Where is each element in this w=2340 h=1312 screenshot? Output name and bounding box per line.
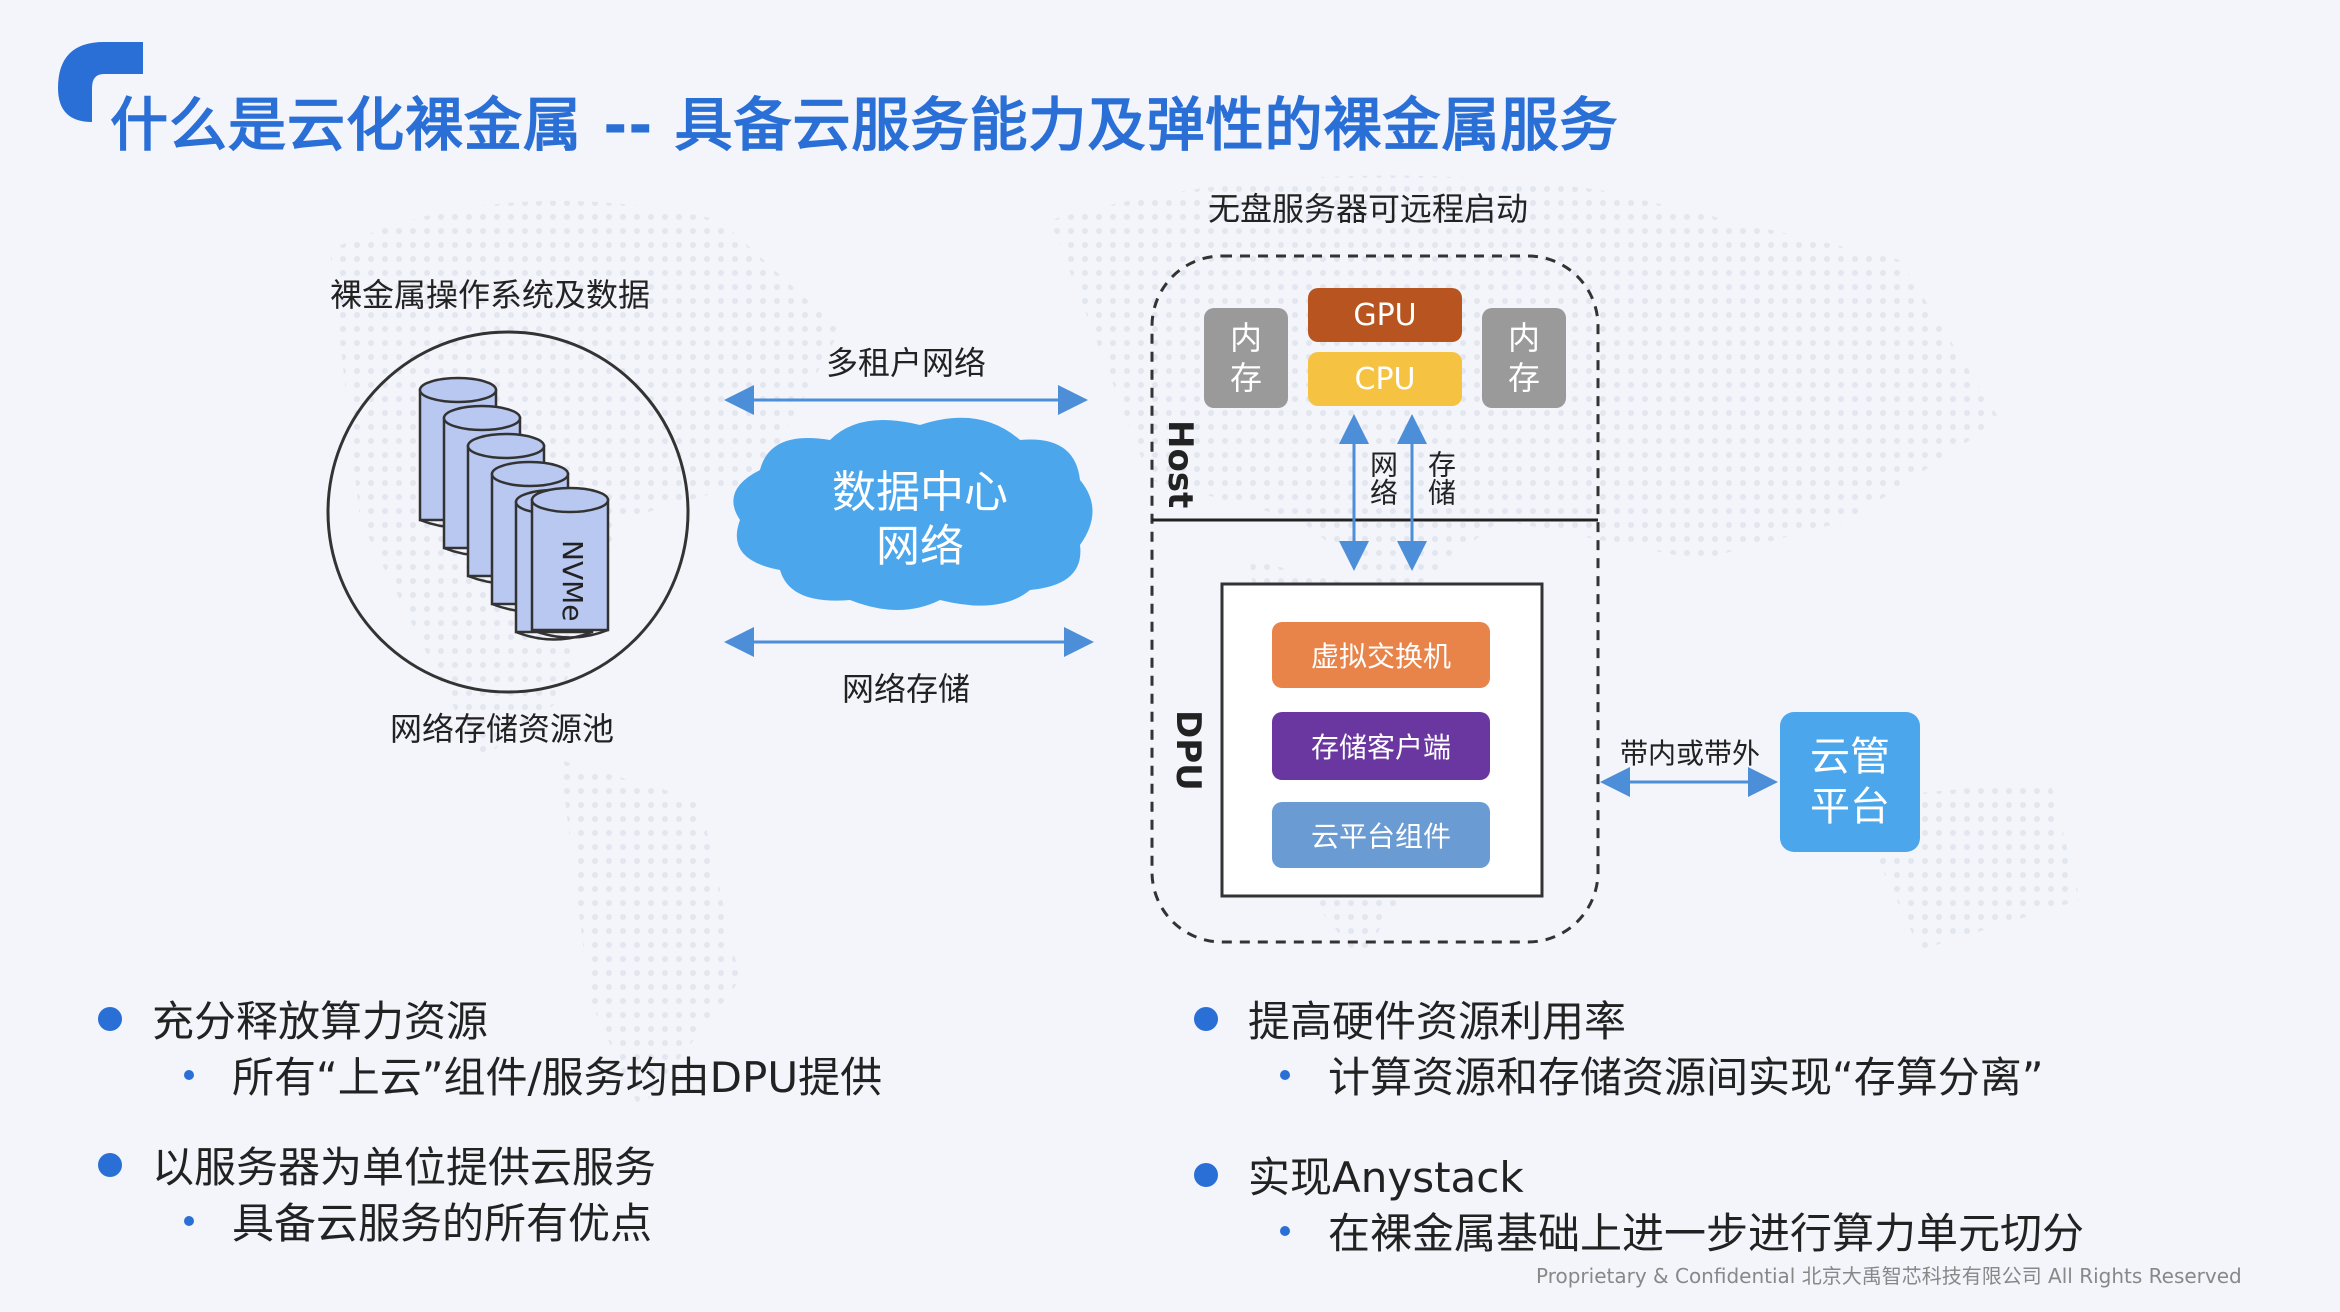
host-label: Host: [1160, 420, 1200, 509]
page-title: 什么是云化裸金属 -- 具备云服务能力及弹性的裸金属服务: [110, 91, 1619, 159]
bullet-2-sub-text: 具备云服务的所有优点: [232, 1199, 653, 1248]
storage-pool-circle: [326, 330, 690, 694]
bullet-3-text: 提高硬件资源利用率: [1248, 997, 1627, 1046]
cloud-text-line1: 数据中心: [832, 467, 1008, 518]
datacenter-cloud: [733, 417, 1093, 610]
net-storage-label: 网络存储: [842, 670, 971, 708]
bullet-4-sub-text: 在裸金属基础上进一步进行算力单元切分: [1328, 1209, 2085, 1258]
cloud-text-line2: 网络: [876, 521, 964, 572]
bullet-dot: [98, 1152, 122, 1177]
bullet-3: 提高硬件资源利用率: [1194, 988, 1626, 1049]
memory-char-2: 存: [1229, 359, 1262, 397]
mgmt-line2: 平台: [1810, 784, 1890, 830]
sub-bullet-dot: [184, 1215, 194, 1226]
sub-bullet-dot: [1280, 1225, 1290, 1236]
vswitch-box: 虚拟交换机: [1272, 622, 1490, 688]
bullet-dot: [1194, 1162, 1218, 1187]
server-dashed-box: [1150, 254, 1600, 944]
diskless-label: 无盘服务器可远程启动: [1208, 190, 1529, 228]
memory-char-1: 内: [1229, 319, 1262, 357]
sub-bullet-dot: [1280, 1069, 1290, 1080]
bullet-2-sub: 具备云服务的所有优点: [184, 1190, 652, 1251]
bullet-dot: [98, 1006, 122, 1031]
cpu-box: CPU: [1308, 352, 1462, 406]
cloud-text: 数据中心 网络: [790, 466, 1050, 574]
storage-pool-label: 网络存储资源池: [390, 710, 615, 748]
multi-tenant-label: 多租户网络: [826, 344, 987, 382]
storage-client-box: 存储客户端: [1272, 712, 1490, 780]
sub-bullet-dot: [184, 1069, 194, 1080]
bullet-4: 实现Anystack: [1194, 1144, 1524, 1205]
bullet-4-text: 实现Anystack: [1248, 1153, 1524, 1202]
band-label: 带内或带外: [1620, 737, 1761, 770]
bullet-1: 充分释放算力资源: [98, 988, 488, 1049]
os-data-label: 裸金属操作系统及数据: [330, 276, 651, 314]
bullet-2: 以服务器为单位提供云服务: [98, 1134, 656, 1195]
dpu-label: DPU: [1168, 710, 1208, 791]
gpu-box: GPU: [1308, 288, 1462, 342]
cloud-component-box: 云平台组件: [1272, 802, 1490, 868]
bullet-1-sub: 所有“上云”组件/服务均由DPU提供: [184, 1044, 882, 1105]
bullet-dot: [1194, 1006, 1218, 1031]
logo-icon: [58, 42, 143, 122]
nvme-cylinders: [418, 376, 610, 641]
bullet-4-sub: 在裸金属基础上进一步进行算力单元切分: [1280, 1200, 2084, 1261]
bullet-3-sub-text: 计算资源和存储资源间实现“存算分离”: [1328, 1053, 2044, 1102]
memory-char-2: 存: [1507, 359, 1540, 397]
cloud-mgmt-platform: 云管 平台: [1780, 712, 1920, 852]
footer-copyright: Proprietary & Confidential 北京大禹智芯科技有限公司 …: [1536, 1264, 2242, 1288]
bullet-2-text: 以服务器为单位提供云服务: [152, 1143, 657, 1192]
storage-label: 存储: [1424, 450, 1457, 506]
memory-char-1: 内: [1507, 319, 1540, 357]
memory-box-left: 内 存: [1204, 308, 1288, 408]
net-label: 网络: [1366, 450, 1399, 506]
bullet-1-text: 充分释放算力资源: [152, 997, 489, 1046]
mgmt-line1: 云管: [1810, 734, 1890, 780]
bullet-1-sub-text: 所有“上云”组件/服务均由DPU提供: [232, 1053, 883, 1102]
memory-box-right: 内 存: [1482, 308, 1566, 408]
nvme-label: NVMe: [556, 540, 589, 622]
bullet-3-sub: 计算资源和存储资源间实现“存算分离”: [1280, 1044, 2044, 1105]
